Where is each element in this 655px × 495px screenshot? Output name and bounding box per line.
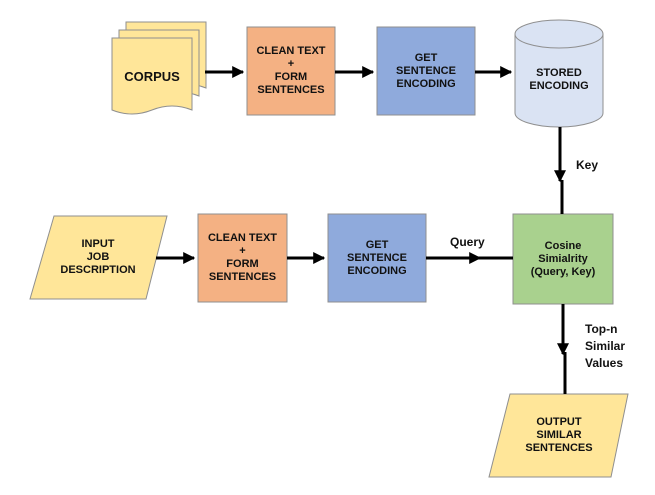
query-edge-label: Query — [450, 235, 485, 249]
corpus-node — [111, 21, 207, 115]
key-edge-label: Key — [576, 158, 599, 172]
clean-text-bottom-box — [197, 213, 288, 303]
cosine-similarity-box — [512, 213, 614, 305]
top-n-edge-label: Top-n Similar Values — [585, 322, 626, 370]
get-encoding-top-box — [376, 26, 476, 116]
stored-encoding-node — [514, 19, 604, 128]
clean-text-top-box — [246, 26, 336, 116]
input-job-shape — [29, 215, 168, 300]
corpus-page-front — [111, 37, 193, 115]
get-encoding-bottom-box — [327, 213, 427, 303]
cylinder-top — [514, 19, 604, 49]
output-shape — [488, 393, 629, 478]
